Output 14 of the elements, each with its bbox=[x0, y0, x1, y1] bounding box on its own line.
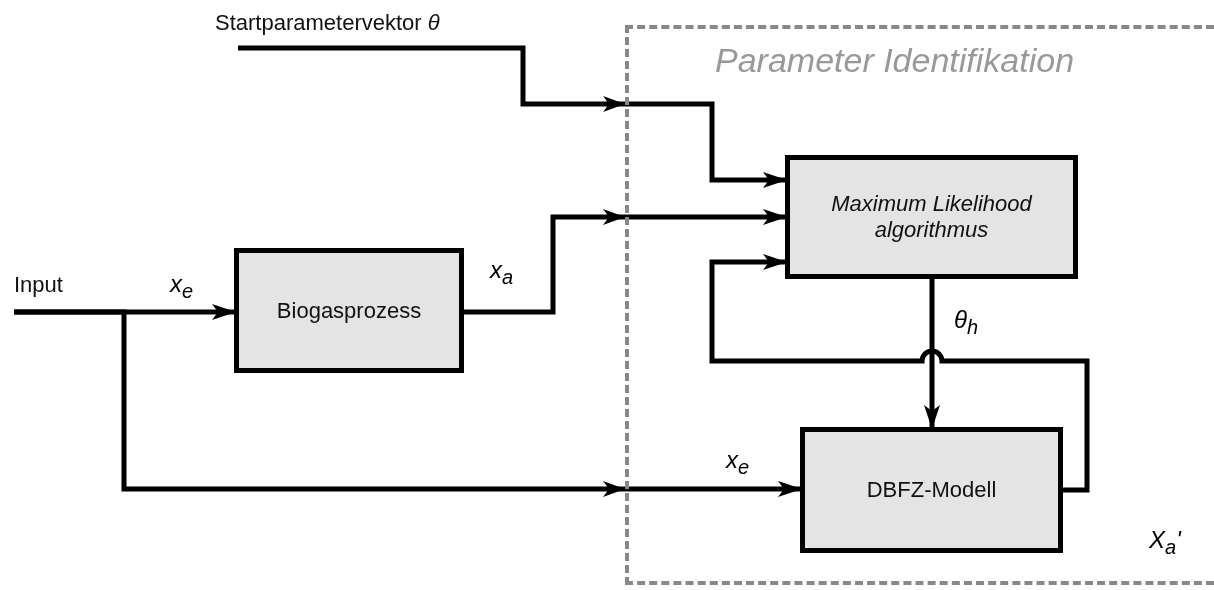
arrow bbox=[14, 309, 802, 497]
input-label: Input bbox=[14, 272, 104, 312]
dashed-region bbox=[625, 25, 1214, 585]
arrow bbox=[238, 45, 787, 188]
process-box: Maximum Likelihood algorithmus bbox=[785, 155, 1078, 279]
process-box: DBFZ-Modell bbox=[800, 427, 1063, 553]
region-title: Parameter Identifikation bbox=[715, 41, 1075, 80]
arrow bbox=[709, 254, 1090, 493]
arrow bbox=[464, 209, 787, 315]
process-box: Biogasprozess bbox=[234, 248, 464, 373]
signal-label: X$_{a}$' bbox=[1147, 528, 1183, 557]
input-label: Startparametervektor θ bbox=[215, 10, 515, 48]
edge-label: θ$_{h}$ bbox=[952, 308, 981, 337]
arrow bbox=[924, 279, 940, 429]
